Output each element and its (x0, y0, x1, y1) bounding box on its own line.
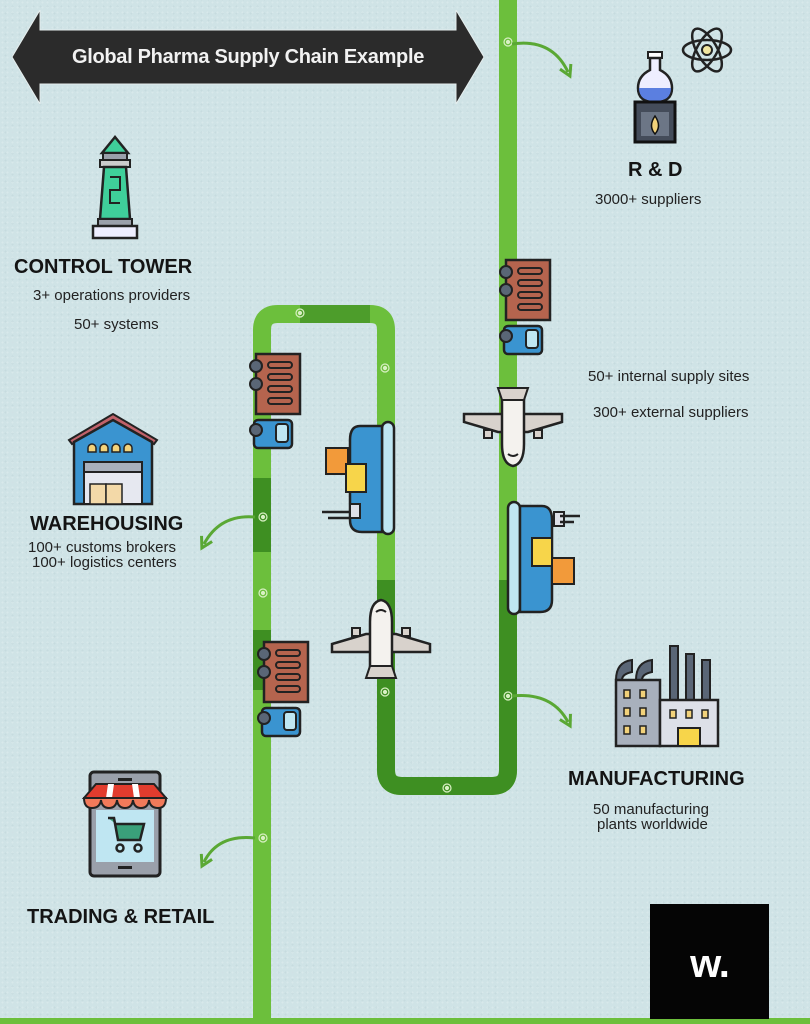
route-node (295, 308, 305, 318)
route-node (503, 37, 513, 47)
route-node (380, 687, 390, 697)
rnd-icon (633, 27, 733, 144)
manufacturing-title: MANUFACTURING (568, 768, 745, 790)
rnd-suppliers: 3000+ suppliers (595, 191, 702, 208)
arrow-to-trading (199, 836, 256, 869)
route-node (442, 783, 452, 793)
route-node (258, 512, 268, 522)
cargo-ship-icon (322, 420, 396, 536)
route-bottom-line (0, 1018, 810, 1024)
truck-icon (249, 352, 302, 450)
brand-logo-text: w. (690, 942, 730, 986)
airplane-icon (330, 598, 432, 679)
shop-cart-icon (81, 770, 169, 878)
control-tower-providers: 3+ operations providers (33, 287, 191, 304)
supply-external-suppliers: 300+ external suppliers (593, 404, 749, 421)
lighthouse-icon (91, 135, 139, 240)
arrow-to-warehousing (200, 515, 256, 551)
airplane-icon (462, 387, 564, 468)
cart-icon (108, 816, 146, 853)
route-nodes (258, 37, 513, 843)
truck-icon (499, 258, 552, 356)
flask-burner-icon (633, 51, 677, 144)
control-tower-title: CONTROL TOWER (14, 256, 193, 278)
manufacturing-worldwide: plants worldwide (597, 816, 708, 833)
supply-internal-sites: 50+ internal supply sites (588, 368, 750, 385)
manufacturing-count: 50 manufacturing (593, 801, 709, 818)
route-node (380, 363, 390, 373)
control-tower-systems: 50+ systems (74, 316, 159, 333)
trading-title: TRADING & RETAIL (27, 906, 215, 928)
warehouse-icon (67, 412, 159, 506)
warehousing-brokers: 100+ customs brokers (28, 539, 176, 556)
banner-title: Global Pharma Supply Chain Example (71, 46, 425, 68)
double-arrow-shape (12, 10, 484, 104)
warehousing-centers: 100+ logistics centers (32, 554, 177, 571)
warehousing-title: WAREHOUSING (30, 513, 184, 535)
rnd-title: R & D (628, 159, 683, 181)
atom-icon (681, 27, 733, 73)
brand-logo: w. (650, 904, 769, 1019)
cargo-ship-icon (506, 500, 580, 616)
arrow-to-rnd (511, 41, 573, 79)
route-node (258, 588, 268, 598)
title-banner: Global Pharma Supply Chain Example (12, 10, 484, 104)
factory-icon (614, 645, 720, 748)
arrow-to-manufacturing (511, 694, 572, 729)
route-node (258, 833, 268, 843)
truck-icon (257, 640, 310, 738)
